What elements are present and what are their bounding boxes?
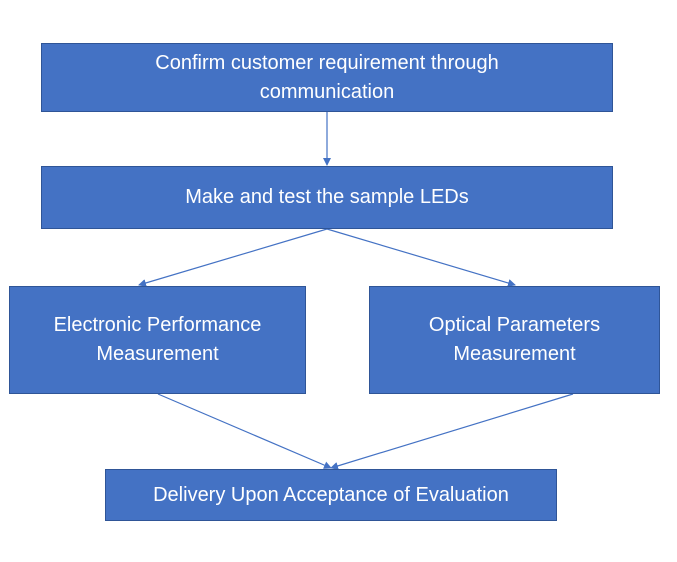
step-confirm-label: Confirm customer requirement through com… [155,51,499,103]
step-confirm-requirement: Confirm customer requirement through com… [41,43,613,112]
step-delivery-label: Delivery Upon Acceptance of Evaluation [153,483,509,506]
arrow-make-to-electronic [138,228,328,287]
step-optical-measurement: Optical Parameters Measurement [369,286,660,394]
arrow-optical-to-delivery [330,393,574,470]
step-electronic-measurement: Electronic Performance Measurement [9,286,306,394]
step-electronic-label: Electronic Performance Measurement [53,314,262,365]
arrow-make-to-optical [326,228,516,287]
arrow-electronic-to-delivery [157,393,332,469]
step-make-test-samples: Make and test the sample LEDs [41,166,613,229]
step-optical-label: Optical Parameters Measurement [428,314,601,365]
step-make-test-label: Make and test the sample LEDs [185,186,469,208]
step-delivery: Delivery Upon Acceptance of Evaluation [105,469,557,521]
